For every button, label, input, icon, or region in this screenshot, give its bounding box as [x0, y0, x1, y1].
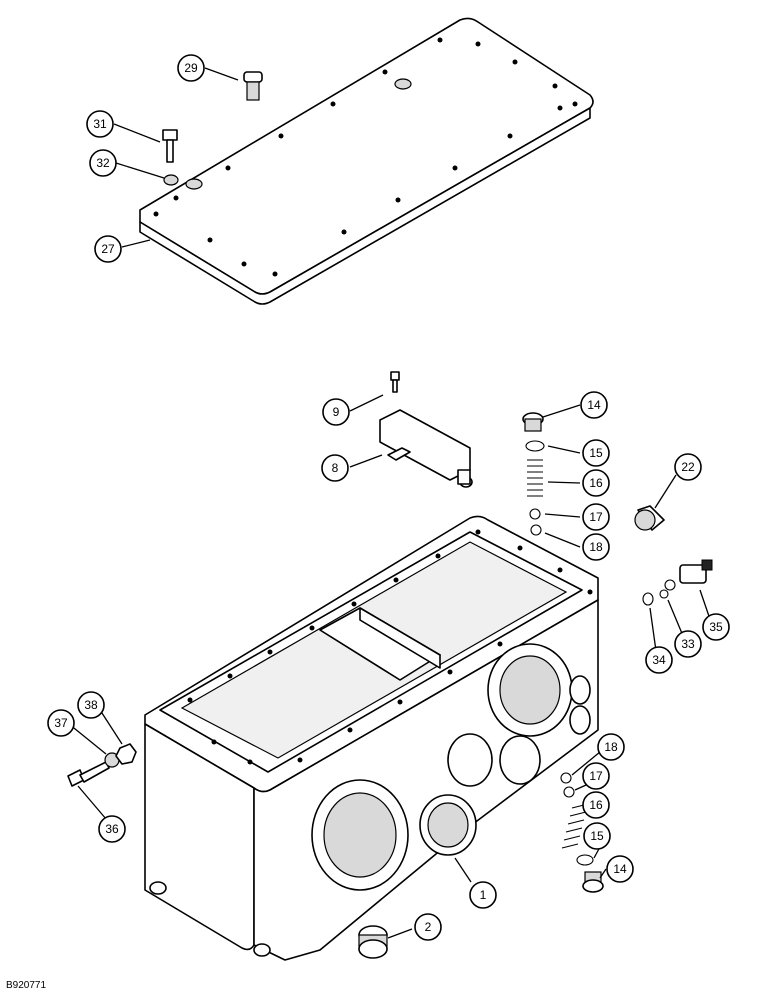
callout-label: 27 — [101, 242, 115, 256]
callout-label: 14 — [587, 398, 601, 412]
washer-32 — [163, 174, 179, 186]
callout-circle — [177, 54, 205, 82]
callout-circle — [414, 913, 442, 941]
valve-stack-lower — [560, 772, 604, 893]
callout-label: 31 — [93, 117, 107, 131]
callout-38: 38 — [77, 691, 105, 719]
bracket-8 — [379, 409, 473, 488]
nut-38 — [115, 743, 137, 765]
callout-circle — [645, 646, 673, 674]
callout-17: 17 — [582, 762, 610, 790]
callout-33: 33 — [674, 630, 702, 658]
callout-circle — [94, 235, 122, 263]
ring-33 — [659, 589, 669, 599]
callout-31: 31 — [86, 110, 114, 138]
cover-plate — [139, 17, 594, 305]
callout-14: 14 — [580, 391, 608, 419]
callout-label: 29 — [184, 61, 198, 75]
callout-circle — [47, 709, 75, 737]
callout-circle — [702, 613, 730, 641]
screw-9 — [390, 371, 400, 393]
callout-14: 14 — [606, 855, 634, 883]
callout-circle — [582, 439, 610, 467]
callout-circle — [469, 881, 497, 909]
callout-37: 37 — [47, 709, 75, 737]
callout-circle — [597, 733, 625, 761]
callout-circle — [582, 791, 610, 819]
callout-circle — [77, 691, 105, 719]
callout-circle — [606, 855, 634, 883]
callout-circle — [582, 762, 610, 790]
callout-circle — [583, 822, 611, 850]
callout-16: 16 — [582, 791, 610, 819]
callout-label: 36 — [105, 822, 119, 836]
callout-8: 8 — [321, 454, 349, 482]
callout-circle — [321, 454, 349, 482]
bolt-36 — [67, 761, 110, 787]
callout-label: 22 — [681, 460, 695, 474]
callout-18: 18 — [597, 733, 625, 761]
callout-2: 2 — [414, 913, 442, 941]
callout-label: 9 — [333, 405, 340, 419]
callout-label: 2 — [425, 920, 432, 934]
callout-9: 9 — [322, 398, 350, 426]
callout-label: 17 — [589, 769, 603, 783]
callout-circle — [322, 398, 350, 426]
callout-label: 1 — [480, 888, 487, 902]
sensor-35 — [664, 559, 713, 591]
callout-29: 29 — [177, 54, 205, 82]
callout-35: 35 — [702, 613, 730, 641]
callout-circle — [674, 453, 702, 481]
callout-circle — [86, 110, 114, 138]
plug-29 — [243, 71, 263, 101]
callout-label: 18 — [604, 740, 618, 754]
callout-36: 36 — [98, 815, 126, 843]
callout-label: 15 — [590, 829, 604, 843]
callout-16: 16 — [582, 469, 610, 497]
drain-plug-2 — [358, 925, 388, 959]
callout-32: 32 — [89, 149, 117, 177]
callout-27: 27 — [94, 235, 122, 263]
callout-label: 16 — [589, 476, 603, 490]
callout-34: 34 — [645, 646, 673, 674]
callout-circle — [582, 503, 610, 531]
callout-label: 17 — [589, 510, 603, 524]
callout-label: 37 — [54, 716, 68, 730]
callout-label: 14 — [613, 862, 627, 876]
callout-label: 16 — [589, 798, 603, 812]
transmission-housing — [144, 515, 599, 961]
callout-label: 8 — [332, 461, 339, 475]
bolt-31 — [162, 129, 178, 163]
callout-1: 1 — [469, 881, 497, 909]
callout-22: 22 — [674, 453, 702, 481]
callout-15: 15 — [583, 822, 611, 850]
callout-circle — [582, 469, 610, 497]
callout-label: 18 — [589, 540, 603, 554]
figure-id: B920771 — [6, 980, 47, 991]
callout-17: 17 — [582, 503, 610, 531]
seal-34 — [642, 592, 654, 606]
callout-circle — [582, 533, 610, 561]
callout-label: 38 — [84, 698, 98, 712]
plug-22 — [634, 505, 665, 531]
callouts: 29 31 32 27 9 8 14 15 16 17 18 22 35 33 34 38 37 36 18 17 16… — [47, 54, 730, 941]
callout-label: 32 — [96, 156, 110, 170]
callout-15: 15 — [582, 439, 610, 467]
callout-circle — [674, 630, 702, 658]
valve-stack-upper — [522, 412, 545, 536]
callout-label: 33 — [681, 637, 695, 651]
callout-label: 34 — [652, 653, 666, 667]
callout-circle — [89, 149, 117, 177]
callout-18: 18 — [582, 533, 610, 561]
callout-circle — [580, 391, 608, 419]
callout-label: 15 — [589, 446, 603, 460]
callout-label: 35 — [709, 620, 723, 634]
callout-circle — [98, 815, 126, 843]
